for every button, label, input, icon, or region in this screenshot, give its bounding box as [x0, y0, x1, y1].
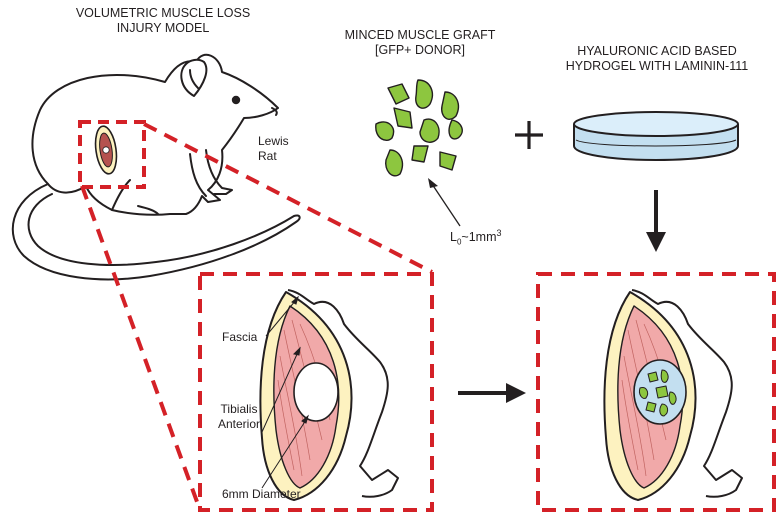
plus-sign: [515, 121, 543, 149]
treatment-detail-box: [536, 272, 776, 512]
graft-title: MINCED MUSCLE GRAFT [GFP+ DONOR]: [318, 28, 522, 58]
vml-title-line2: INJURY MODEL: [116, 21, 210, 35]
injury-detail-box: [198, 272, 434, 512]
graft-title-line1: MINCED MUSCLE GRAFT: [344, 28, 496, 42]
zoom-projection-lines: [80, 122, 433, 511]
tibialis-anterior-label: Tibialis Anterior: [208, 402, 270, 432]
graft-size-prefix: L: [450, 230, 457, 245]
hydrogel-title: HYALURONIC ACID BASED HYDROGEL WITH LAMI…: [546, 44, 768, 74]
hydrogel-title-line1: HYALURONIC ACID BASED: [577, 44, 737, 58]
injury-site-highlight-box: [78, 120, 146, 189]
tibialis-label-line2: Anterior: [217, 417, 261, 431]
vml-title: VOLUMETRIC MUSCLE LOSS INJURY MODEL: [55, 6, 271, 36]
graft-size-subscript: 0: [456, 237, 462, 247]
leg-injury-site: [94, 125, 118, 175]
defect-diameter-label: 6mm Diameter: [222, 487, 301, 501]
right-arrow: [458, 383, 526, 403]
fascia-label: Fascia: [222, 330, 258, 344]
hydrogel-petri-dish: [573, 111, 739, 162]
graft-title-line2: [GFP+ DONOR]: [375, 43, 465, 57]
vml-title-line1: VOLUMETRIC MUSCLE LOSS: [75, 6, 251, 20]
lewis-rat-illustration: [11, 53, 301, 281]
animal-label-line1: Lewis: [258, 134, 289, 148]
graft-size-label: L0~1mm3: [450, 226, 502, 250]
graft-size-value: ~1mm: [461, 230, 497, 245]
hydrogel-title-line2: HYDROGEL WITH LAMININ-111: [565, 59, 749, 73]
animal-label-line2: Rat: [258, 149, 277, 163]
animal-label: Lewis Rat: [258, 134, 289, 164]
minced-muscle-graft-pieces: [375, 79, 463, 177]
injury-cross-section: [259, 289, 399, 501]
implanted-graft-pieces: [639, 369, 677, 417]
graft-size-pointer-arrow: [428, 178, 461, 227]
label-pointer-lines: [261, 295, 309, 489]
down-arrow: [646, 190, 666, 252]
graft-size-superscript: 3: [496, 228, 502, 238]
tibialis-label-line1: Tibialis: [220, 402, 258, 416]
